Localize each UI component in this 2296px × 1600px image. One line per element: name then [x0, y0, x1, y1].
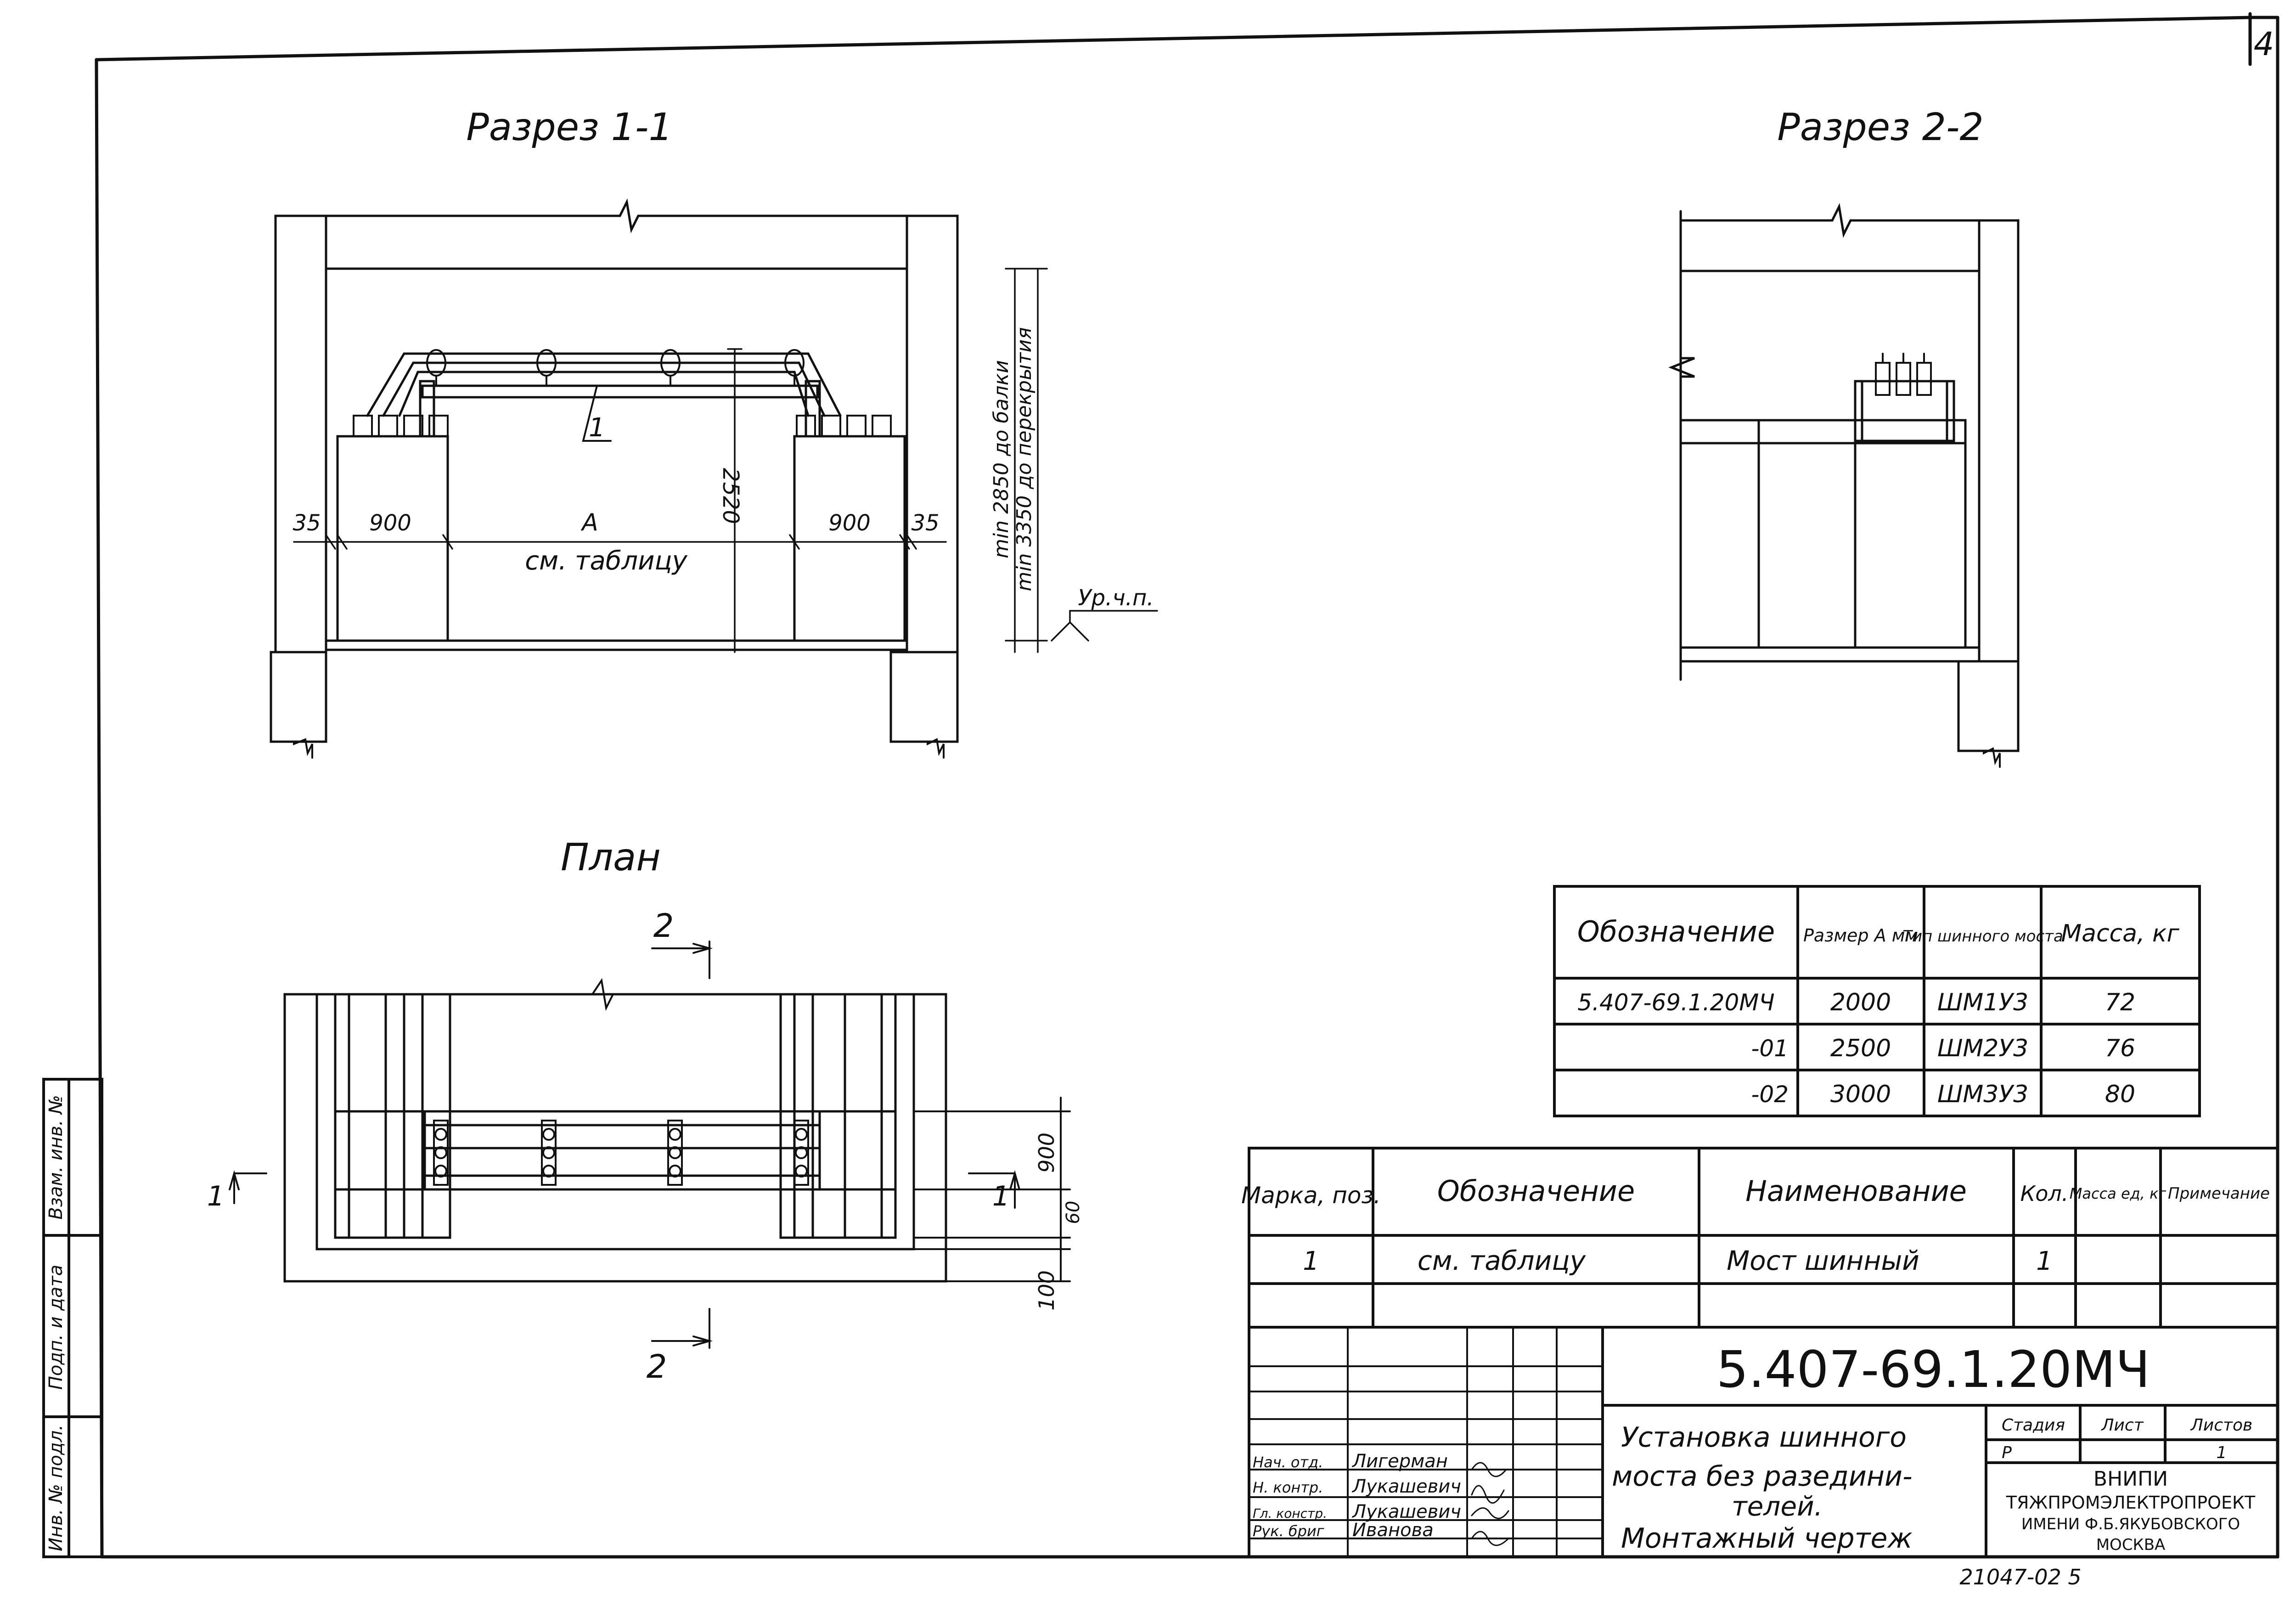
vt-row3-designation: -02 — [1751, 1081, 1789, 1108]
section-1-1-drawing — [270, 198, 959, 759]
plan-title: План — [561, 836, 661, 879]
plan-dim-100: 100 — [1034, 1270, 1059, 1311]
sheet-label: Лист — [2100, 1416, 2144, 1435]
dim-ceiling: min 3350 до перекрытия — [1013, 327, 1036, 591]
side-field-3: Взам. инв. № — [45, 1095, 67, 1220]
st-row1-designation: см. таблицу — [1418, 1245, 1586, 1276]
org-line2: ТЯЖПРОМЭЛЕКТРОПРОЕКТ — [2006, 1493, 2256, 1513]
st-header-qty: Кол. — [2020, 1181, 2069, 1206]
st-header-name: Наименование — [1745, 1174, 1967, 1208]
vt-row1-type: ШМ1У3 — [1937, 989, 2028, 1016]
vt-row3-mass: 80 — [2105, 1081, 2135, 1108]
vt-row1-mass: 72 — [2105, 989, 2135, 1016]
variants-table-grid — [1553, 885, 2201, 1117]
section-2-2-drawing — [1668, 203, 2020, 768]
drawing-title-line3: телей. — [1732, 1491, 1823, 1522]
st-row1-mark: 1 — [1303, 1246, 1319, 1276]
drawing-title-line1: Установка шинного — [1621, 1421, 1907, 1454]
st-header-designation: Обозначение — [1437, 1174, 1635, 1208]
sheets-value: 1 — [2217, 1443, 2227, 1462]
cut-2-top-label: 2 — [653, 907, 674, 945]
dim-left-cabinet: 900 — [369, 510, 411, 536]
vt-header-bus-type: Тип шинного моста — [1902, 927, 2063, 946]
sig-role-3: Гл. констр. — [1253, 1506, 1327, 1521]
dim-left-gap: 35 — [293, 510, 321, 536]
org-line1: ВНИПИ — [2093, 1467, 2168, 1491]
cut-1-right-label: 1 — [992, 1180, 1010, 1212]
footer-code: 21047-02 5 — [1959, 1565, 2081, 1589]
drawing-title-line4: Монтажный чертеж — [1621, 1522, 1913, 1555]
dim-right-gap: 35 — [911, 510, 939, 536]
vt-row2-designation: -01 — [1751, 1035, 1789, 1062]
vt-row1-designation: 5.407-69.1.20МЧ — [1577, 989, 1774, 1016]
sheet-frame — [95, 12, 2279, 1559]
sheets-label: Листов — [2190, 1416, 2252, 1435]
side-field-1: Инв. № подл. — [45, 1425, 67, 1551]
section-1-1-dimensions — [293, 268, 1158, 653]
vt-row2-type: ШМ2У3 — [1937, 1035, 2028, 1062]
dim-beam: min 2850 до балки — [990, 360, 1013, 558]
st-row1-name: Мост шинный — [1727, 1245, 1919, 1276]
st-header-note: Примечание — [2168, 1184, 2270, 1203]
side-stamp-grid — [42, 1078, 103, 1558]
dim-height: 2520 — [718, 468, 743, 524]
dim-right-cabinet: 900 — [828, 510, 871, 536]
side-field-2: Подп. и дата — [45, 1265, 67, 1390]
org-line3: ИМЕНИ Ф.Б.ЯКУБОВСКОГО — [2021, 1515, 2240, 1533]
sig-name-2: Лукашевич — [1351, 1476, 1461, 1497]
vt-row1-size: 2000 — [1830, 989, 1891, 1016]
st-header-mark: Марка, поз. — [1241, 1182, 1381, 1209]
drawing-title-line2: моста без разедини- — [1612, 1460, 1913, 1493]
floor-level-label: Ур.ч.п. — [1078, 585, 1154, 611]
sheet-number: 4 — [2254, 25, 2274, 63]
plan-dim-60: 60 — [1063, 1201, 1084, 1224]
sig-role-2: Н. контр. — [1253, 1479, 1323, 1496]
st-header-mass: Масса ед, кг — [2070, 1185, 2167, 1202]
org-line4: МОСКВА — [2096, 1536, 2166, 1554]
vt-row3-type: ШМ3У3 — [1937, 1081, 2028, 1108]
vt-header-mass: Масса, кг — [2061, 920, 2179, 947]
st-row1-qty: 1 — [2036, 1246, 2053, 1276]
vt-row3-size: 3000 — [1830, 1081, 1891, 1108]
spec-table-grid — [1248, 1147, 2279, 1329]
section-2-2-title: Разрез 2-2 — [1777, 106, 1983, 149]
vt-header-designation: Обозначение — [1577, 915, 1775, 948]
sig-name-3: Лукашевич — [1351, 1501, 1461, 1522]
stage-value: Р — [2002, 1443, 2012, 1462]
vt-row2-mass: 76 — [2105, 1035, 2135, 1062]
section-1-1-title: Разрез 1-1 — [466, 106, 672, 149]
sig-name-4: Иванова — [1352, 1520, 1434, 1541]
vt-header-size-a: Размер А мм — [1803, 925, 1918, 946]
vt-row2-size: 2500 — [1830, 1035, 1891, 1062]
stage-label: Стадия — [2002, 1416, 2065, 1435]
cut-1-left-label: 1 — [207, 1180, 225, 1212]
dim-middle: А — [580, 509, 598, 536]
position-callout: 1 — [589, 413, 605, 443]
signature-marks — [1471, 1462, 1509, 1546]
sig-role-4: Рук. бриг — [1253, 1522, 1324, 1540]
cut-2-bottom-label: 2 — [647, 1348, 667, 1386]
title-block-grid — [1248, 1326, 2279, 1558]
plan-drawing — [283, 978, 947, 1283]
document-code: 5.407-69.1.20МЧ — [1716, 1340, 2150, 1399]
dim-middle-note: см. таблицу — [525, 546, 687, 576]
plan-dim-900: 900 — [1034, 1132, 1059, 1173]
sig-name-1: Лигерман — [1351, 1451, 1448, 1472]
sig-role-1: Нач. отд. — [1253, 1454, 1323, 1471]
plan-dimensions — [229, 941, 1071, 1349]
